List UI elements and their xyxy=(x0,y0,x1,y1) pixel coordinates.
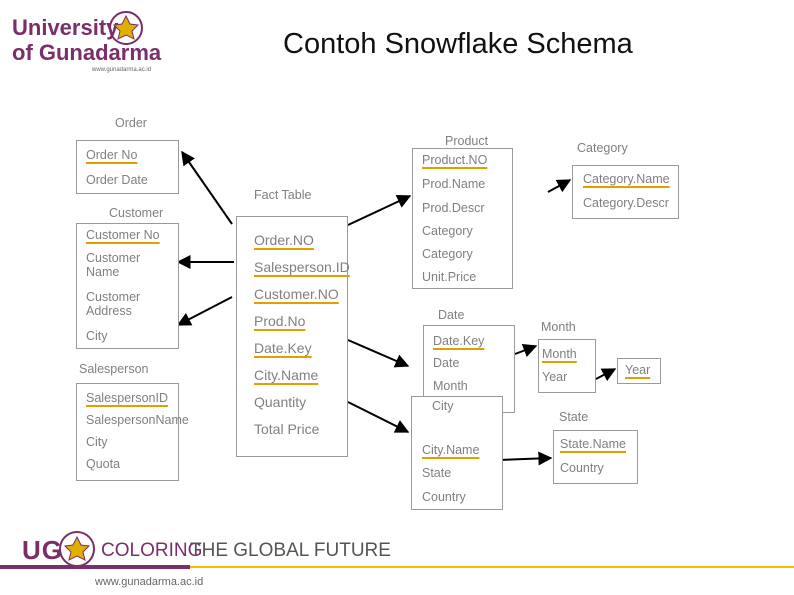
fact-field-quantity: Quantity xyxy=(254,394,307,410)
university-name-line1: University xyxy=(12,15,119,40)
customer-field-customer-name: Customer Name xyxy=(86,251,141,279)
footer-ug: UG xyxy=(22,535,63,565)
fact-field-date-key: Date.Key xyxy=(254,340,312,356)
footer-yellow-line xyxy=(190,566,794,568)
product-table: Product.NO Prod.Name Prod.Descr Category… xyxy=(412,148,513,289)
city-table: City City.Name State Country xyxy=(411,396,503,510)
order-field-order-date: Order Date xyxy=(86,173,148,187)
date-table-title: Date xyxy=(438,308,465,322)
fact-table-title: Fact Table xyxy=(254,188,312,202)
date-field-month: Month xyxy=(433,379,468,393)
order-field-order-no: Order No xyxy=(86,148,138,162)
footer-the-global-future: THE GLOBAL FUTURE xyxy=(190,540,391,561)
university-logo-icon xyxy=(109,11,143,45)
salesperson-field-id: SalespersonID xyxy=(86,391,168,405)
customer-field-city: City xyxy=(86,329,108,343)
page-title: Contoh Snowflake Schema xyxy=(283,28,633,60)
month-table-title: Month xyxy=(541,320,576,334)
arrow-city-to-state xyxy=(497,451,553,466)
footer-coloring: COLORING xyxy=(101,540,203,561)
arrow-fact-to-product xyxy=(347,194,412,226)
order-table-title: Order xyxy=(115,116,147,130)
year-table: Year xyxy=(617,358,661,384)
salesperson-field-name: SalespersonName xyxy=(86,413,189,427)
arrow-fact-to-city xyxy=(347,401,410,433)
arrow-date-to-month xyxy=(514,343,538,358)
salesperson-table: SalespersonID SalespersonName City Quota xyxy=(76,383,189,481)
product-field-prod-descr: Prod.Descr xyxy=(422,201,485,215)
category-table-title: Category xyxy=(577,141,628,155)
arrow-fact-to-salesperson xyxy=(176,296,233,326)
arrow-product-to-category xyxy=(547,179,572,193)
order-table: Order No Order Date xyxy=(76,140,179,194)
product-field-category-1: Category xyxy=(422,224,473,238)
salesperson-table-title: Salesperson xyxy=(79,362,149,376)
footer-purple-bar xyxy=(0,565,190,569)
fact-field-salesperson-id: Salesperson.ID xyxy=(254,259,350,275)
header-url: www.gunadarma.ac.id xyxy=(92,67,152,73)
year-field-year: Year xyxy=(625,363,651,377)
customer-table-title: Customer xyxy=(109,206,164,220)
date-field-date: Date xyxy=(433,356,460,370)
footer-url: www.gunadarma.ac.id xyxy=(95,576,204,588)
product-field-prod-name: Prod.Name xyxy=(422,177,486,191)
category-field-descr: Category.Descr xyxy=(583,196,669,210)
month-field-month: Month xyxy=(542,347,577,361)
month-table: Month Year xyxy=(538,339,596,393)
fact-field-city-name: City.Name xyxy=(254,367,319,383)
salesperson-field-quota: Quota xyxy=(86,457,121,471)
state-field-state-name: State.Name xyxy=(560,437,627,451)
category-field-name: Category.Name xyxy=(583,172,670,186)
customer-table: Customer No Customer Name Customer Addre… xyxy=(76,223,179,349)
city-field-state: State xyxy=(422,466,452,480)
product-field-category-2: Category xyxy=(422,247,473,261)
city-field-city-name: City.Name xyxy=(422,443,480,457)
state-table: State.Name Country xyxy=(553,430,638,484)
fact-field-customer-no: Customer.NO xyxy=(254,286,339,302)
city-table-title: City xyxy=(432,399,454,413)
customer-field-customer-no: Customer No xyxy=(86,228,160,242)
city-field-country: Country xyxy=(422,490,466,504)
footer-logo-icon xyxy=(59,531,95,567)
fact-table: Order.NO Salesperson.ID Customer.NO Prod… xyxy=(236,216,350,457)
customer-field-customer-address: Customer Address xyxy=(86,290,141,318)
category-table: Category.Name Category.Descr xyxy=(572,165,679,219)
fact-field-total-price: Total Price xyxy=(254,421,320,437)
salesperson-field-city: City xyxy=(86,435,108,449)
university-name-line2: of Gunadarma xyxy=(12,40,162,65)
arrow-month-to-year xyxy=(595,368,617,382)
date-field-date-key: Date.Key xyxy=(433,334,485,348)
fact-field-order-no: Order.NO xyxy=(254,232,314,248)
month-field-year: Year xyxy=(542,370,568,384)
fact-field-prod-no: Prod.No xyxy=(254,313,306,329)
product-field-unit-price: Unit.Price xyxy=(422,270,477,284)
product-field-product-no: Product.NO xyxy=(422,153,488,167)
arrow-fact-to-date xyxy=(347,339,410,368)
arrow-fact-to-order xyxy=(181,150,233,225)
state-table-title: State xyxy=(559,410,589,424)
state-field-country: Country xyxy=(560,461,604,475)
product-table-title: Product xyxy=(445,134,489,148)
